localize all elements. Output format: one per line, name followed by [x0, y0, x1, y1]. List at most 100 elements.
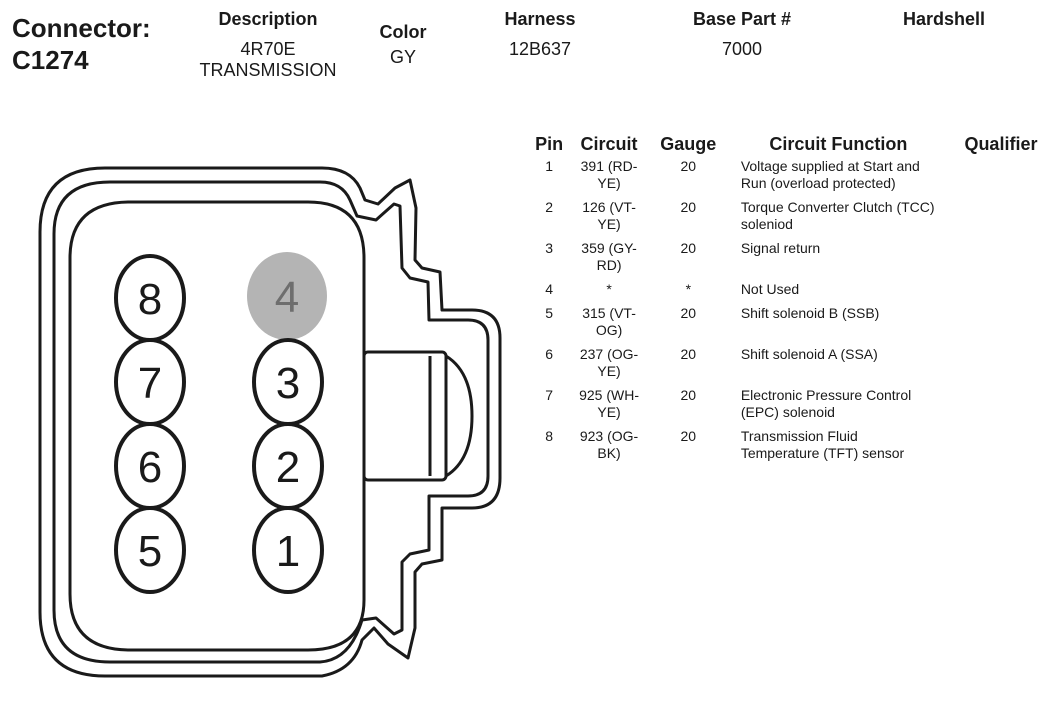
pin-cell: 3: [545, 240, 554, 256]
pin-3: 3: [252, 338, 324, 426]
connector-title: Connector: C1274: [12, 12, 151, 76]
circuit-line-1: 237 (OG-: [579, 346, 639, 362]
circuit-cell: 237 (OG-YE): [570, 346, 648, 387]
function-line-2: Temperature (TFT) sensor: [740, 445, 905, 461]
pin-7: 7: [114, 338, 186, 426]
circuit-cell: 925 (WH-YE): [570, 387, 648, 428]
gauge-cell: 20: [680, 199, 697, 215]
circuit-line-2: YE): [597, 363, 621, 379]
housing-inner-outline: [52, 180, 490, 664]
base-part-value: 7000: [721, 39, 763, 59]
header-qualifier: Qualifier: [964, 134, 1038, 154]
color-label: Color: [379, 22, 427, 42]
circuit-line-2: OG): [595, 322, 623, 338]
pin-cell: 1: [545, 158, 554, 174]
pin-cell: 5: [545, 305, 554, 321]
connector-id: C1274: [12, 45, 89, 75]
header-circuit-function: Circuit Function: [769, 134, 908, 154]
pin-1: 1: [252, 506, 324, 594]
gauge-cell: 20: [680, 305, 697, 321]
circuit-line-2: YE): [597, 216, 621, 232]
pin-1-label: 1: [276, 527, 300, 576]
base-part-label: Base Part #: [692, 9, 792, 29]
hardshell-column: Hardshell: [882, 8, 1006, 39]
pin-7-label: 7: [138, 359, 162, 408]
gauge-cell: 20: [680, 158, 697, 174]
circuit-line-1: 359 (GY-: [581, 240, 637, 256]
function-line-2: Run (overload protected): [740, 175, 896, 191]
header-circuit: Circuit: [580, 134, 638, 154]
harness-column: Harness 12B637: [488, 8, 592, 60]
pin-4-fill: [247, 252, 327, 340]
qualifier-cell: [948, 428, 1054, 469]
circuit-cell: 359 (GY-RD): [570, 240, 648, 281]
gauge-cell: 20: [680, 387, 697, 403]
pin-cavity: [68, 200, 366, 652]
pin-8-label: 8: [138, 275, 162, 324]
circuit-line-2: RD): [596, 257, 622, 273]
pin-5: 5: [114, 506, 186, 594]
pin-cell: 7: [545, 387, 554, 403]
circuit-line-1: 315 (VT-: [582, 305, 636, 321]
pin-2: 2: [252, 422, 324, 510]
color-value: GY: [389, 47, 416, 67]
function-line-1: Transmission Fluid: [740, 428, 858, 444]
pin-table-header: Pin Circuit Gauge Circuit Function Quali…: [528, 134, 1054, 158]
pin-6: 6: [114, 422, 186, 510]
table-row: 6 237 (OG-YE) 20 Shift solenoid A (SSA): [528, 346, 1054, 387]
circuit-line-1: *: [606, 281, 612, 297]
circuit-line-1: 923 (OG-: [579, 428, 639, 444]
circuit-line-1: 925 (WH-: [579, 387, 639, 403]
hardshell-label: Hardshell: [902, 9, 986, 29]
function-line-1: Not Used: [740, 281, 800, 297]
table-row: 7 925 (WH-YE) 20 Electronic Pressure Con…: [528, 387, 1054, 428]
function-cell: Shift solenoid B (SSB): [729, 305, 948, 346]
table-row: 4 * * Not Used: [528, 281, 1054, 305]
function-line-1: Torque Converter Clutch (TCC): [740, 199, 935, 215]
circuit-cell: 315 (VT-OG): [570, 305, 648, 346]
circuit-cell: 391 (RD-YE): [570, 158, 648, 199]
base-part-column: Base Part # 7000: [676, 8, 808, 60]
gauge-cell: 20: [680, 240, 697, 256]
header-gauge: Gauge: [660, 134, 717, 154]
gauge-cell: 20: [680, 346, 697, 362]
pin-table: Pin Circuit Gauge Circuit Function Quali…: [528, 134, 1054, 469]
color-column: Color GY: [366, 21, 440, 68]
harness-label: Harness: [504, 9, 576, 29]
harness-value: 12B637: [508, 39, 572, 59]
qualifier-cell: [948, 199, 1054, 240]
circuit-line-1: 126 (VT-: [582, 199, 636, 215]
pin-2-label: 2: [276, 443, 300, 492]
pin-cell: 8: [545, 428, 554, 444]
qualifier-cell: [948, 346, 1054, 387]
circuit-line-1: 391 (RD-: [580, 158, 638, 174]
pin-cell: 4: [545, 281, 554, 297]
qualifier-cell: [948, 305, 1054, 346]
pin-cell: 6: [545, 346, 554, 362]
latch-ramp: [445, 354, 474, 478]
latch: [362, 350, 448, 482]
table-row: 3 359 (GY-RD) 20 Signal return: [528, 240, 1054, 281]
pin-6-label: 6: [138, 443, 162, 492]
table-row: 2 126 (VT-YE) 20 Torque Converter Clutch…: [528, 199, 1054, 240]
function-line-1: Shift solenoid B (SSB): [740, 305, 880, 321]
circuit-cell: *: [570, 281, 648, 305]
housing-outline: [38, 166, 502, 678]
function-line-1: Voltage supplied at Start and: [740, 158, 920, 174]
connector-face-diagram: 8 7 6 5 4 3 2 1: [38, 166, 502, 678]
pin-5-label: 5: [138, 527, 162, 576]
function-line-2: soleniod: [740, 216, 793, 232]
table-row: 1 391 (RD-YE) 20 Voltage supplied at Sta…: [528, 158, 1054, 199]
table-row: 5 315 (VT-OG) 20 Shift solenoid B (SSB): [528, 305, 1054, 346]
pin-cell: 2: [545, 199, 554, 215]
connector-label: Connector:: [12, 13, 151, 43]
qualifier-cell: [948, 387, 1054, 428]
qualifier-cell: [948, 281, 1054, 305]
gauge-cell: 20: [680, 428, 697, 444]
pin-3-label: 3: [276, 359, 300, 408]
description-line-2: TRANSMISSION: [199, 60, 337, 80]
circuit-line-2: YE): [597, 175, 621, 191]
